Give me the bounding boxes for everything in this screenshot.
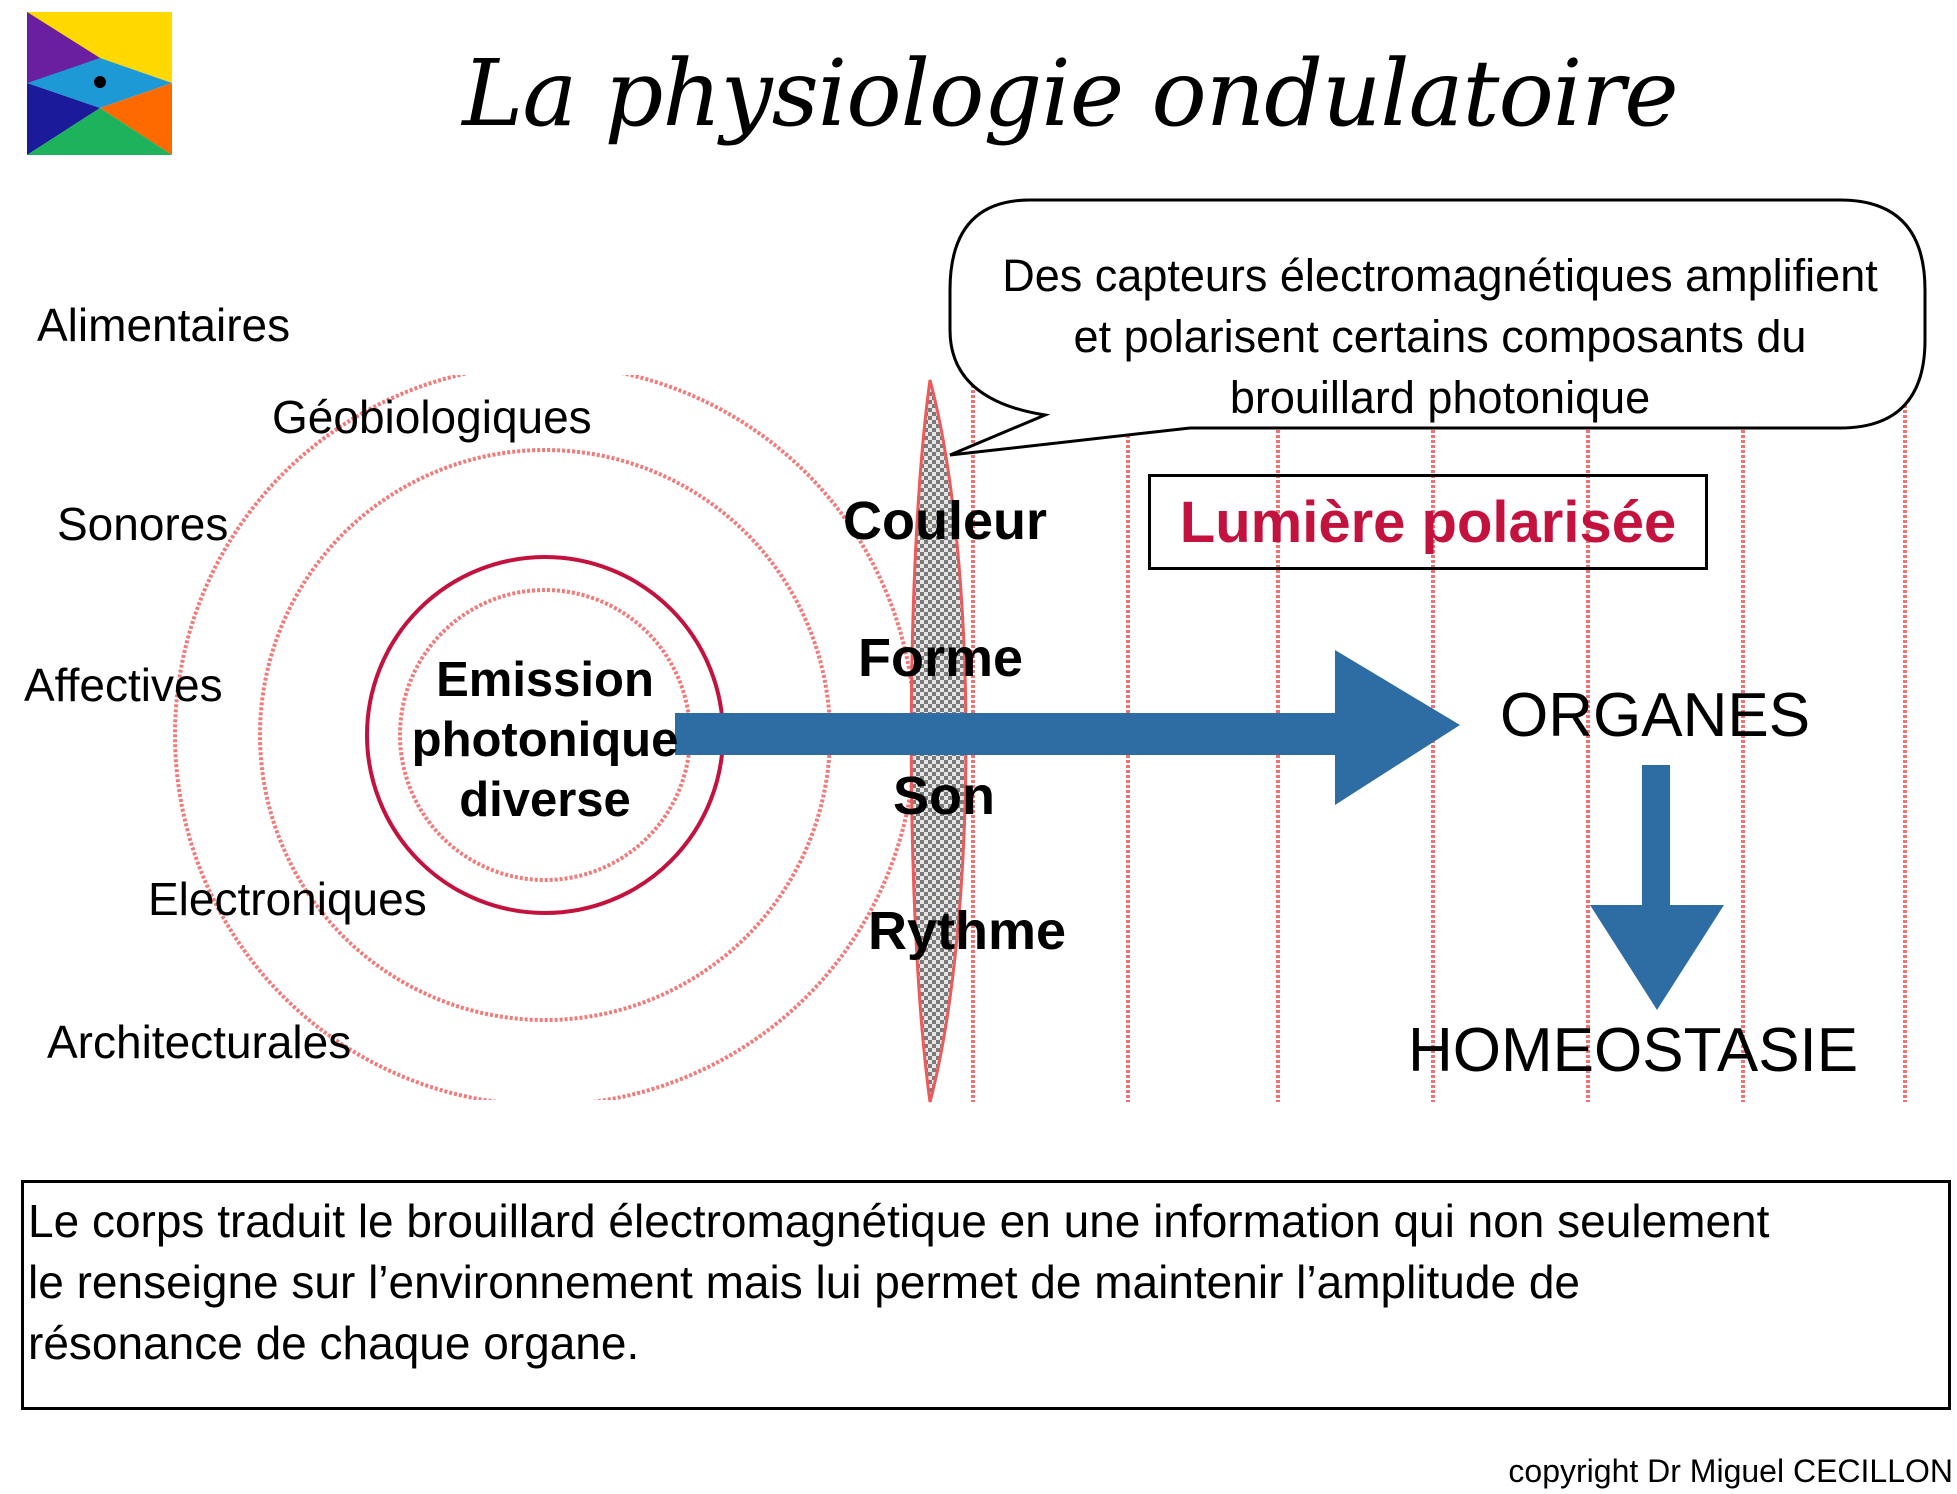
source-geobiologiques: Géobiologiques [272,391,592,443]
attribute-rythme: Rythme [868,901,1067,961]
organs-label: ORGANES [1500,681,1811,750]
bubble-line: et polarisent certains composants du [1073,311,1807,362]
emission-line: photonique [411,713,679,767]
caption-line: le renseigne sur l’environnement mais lu… [28,1256,1581,1308]
speech-bubble [948,198,1927,457]
logo-icon [27,12,172,155]
caption-line: Le corps traduit le brouillard électroma… [28,1195,1770,1247]
source-electroniques: Electroniques [148,873,427,925]
caption-line: résonance de chaque organe. [28,1317,640,1369]
caption-box: Le corps traduit le brouillard électroma… [21,1180,1951,1410]
arrow-to-homeostasie [1590,765,1724,1010]
copyright-notice: copyright Dr Miguel CECILLON [1508,1453,1953,1489]
attribute-couleur: Couleur [843,491,1048,551]
source-alimentaires: Alimentaires [37,299,291,351]
bubble-text: Des capteurs électromagnétiques amplifie… [950,245,1930,428]
source-affectives: Affectives [24,659,223,711]
page-title: La physiologie ondulatoire [462,40,1678,147]
bubble-line: Des capteurs électromagnétiques amplifie… [1002,250,1878,301]
source-architecturales: Architecturales [47,1016,352,1068]
emission-line: diverse [459,773,631,827]
arrow-to-organs [675,650,1460,805]
polarized-light-label: Lumière polarisée [1179,489,1677,555]
source-sonores: Sonores [57,498,229,550]
emission-label: Emission photonique diverse [395,650,695,830]
attribute-forme: Forme [858,628,1024,688]
homeostasis-label: HOMEOSTASIE [1408,1016,1859,1085]
emission-line: Emission [436,653,654,707]
attribute-son: Son [893,766,995,826]
polarized-light-box: Lumière polarisée [1148,474,1708,570]
polarization-lines [971,375,1907,1102]
bubble-line: brouillard photonique [1229,372,1651,423]
